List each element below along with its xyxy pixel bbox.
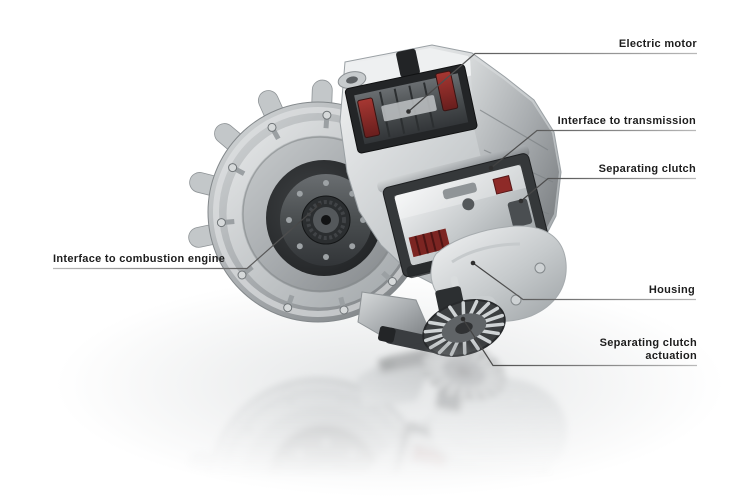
label-electric-motor: Electric motor — [618, 38, 697, 50]
housing-casting — [357, 225, 567, 345]
motor-winding-right — [435, 70, 459, 112]
label-separating-clutch: Separating clutch — [598, 163, 696, 175]
connector-block — [396, 48, 420, 78]
leader-line-housing — [472, 262, 696, 301]
leader-line-electric-motor — [408, 52, 697, 112]
motor-winding-left — [357, 97, 381, 139]
disc-rivets — [286, 180, 366, 260]
leader-line-interface-transmission — [490, 129, 696, 169]
leader-dots — [316, 109, 524, 322]
bell-housing — [207, 101, 429, 323]
leader-line-interface-combustion — [53, 204, 320, 270]
actuation-gear-assembly — [378, 275, 506, 357]
label-interface-transmission: Interface to transmission — [557, 115, 696, 127]
label-separating-clutch-actuation: Separating clutch actuation — [599, 337, 697, 362]
label-interface-combustion-engine: Interface to combustion engine — [53, 253, 226, 265]
bevel-gear — [422, 299, 506, 357]
label-housing: Housing — [648, 284, 695, 296]
leader-lines — [53, 52, 697, 367]
leader-line-separating-clutch — [520, 177, 696, 202]
leader-line-clutch-actuation — [462, 318, 697, 367]
clutch-friction-pack — [408, 175, 513, 258]
hybrid-module-render — [188, 44, 567, 357]
